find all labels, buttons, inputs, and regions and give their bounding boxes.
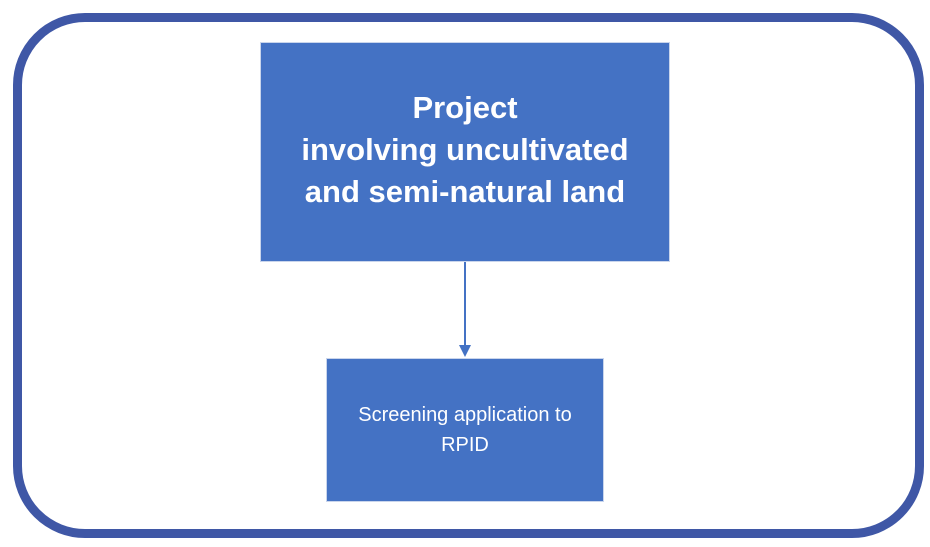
screening-box: Screening application to RPID	[326, 358, 604, 502]
project-box: Project involving uncultivated and semi-…	[260, 42, 670, 262]
screening-box-label: Screening application to RPID	[358, 404, 572, 456]
project-box-label: Project involving uncultivated and semi-…	[301, 90, 629, 209]
